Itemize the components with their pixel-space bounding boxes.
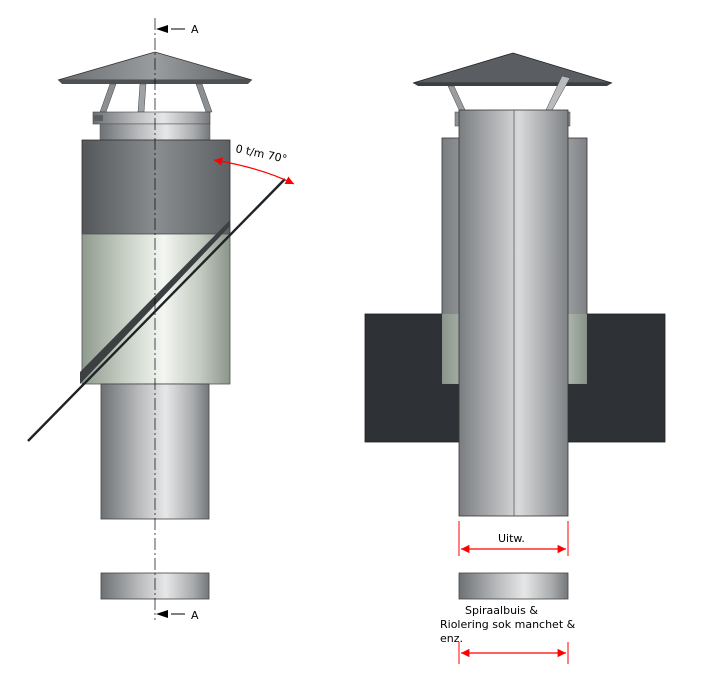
right-view: Uitw. Spiraalbuis & Riolering sok manche… xyxy=(364,52,666,664)
outer-sleeve xyxy=(81,139,231,235)
width-dimension: Uitw. xyxy=(458,521,569,556)
width-label: Uitw. xyxy=(498,532,525,545)
note-line-2: Riolering sok manchet & xyxy=(440,618,576,631)
note-line-1: Spiraalbuis & xyxy=(465,604,538,617)
section-marker-bottom-label: A xyxy=(191,609,199,622)
section-marker-top-label: A xyxy=(191,23,199,36)
left-view: A xyxy=(27,18,295,622)
loose-ring-right xyxy=(458,572,569,600)
section-marker-top: A xyxy=(156,23,199,36)
angle-label: 0 t/m 70° xyxy=(234,142,288,166)
connection-note: Spiraalbuis & Riolering sok manchet & en… xyxy=(440,604,576,664)
note-line-3: enz. xyxy=(440,632,463,645)
inner-pipe xyxy=(458,109,569,517)
section-marker-bottom: A xyxy=(156,609,199,622)
